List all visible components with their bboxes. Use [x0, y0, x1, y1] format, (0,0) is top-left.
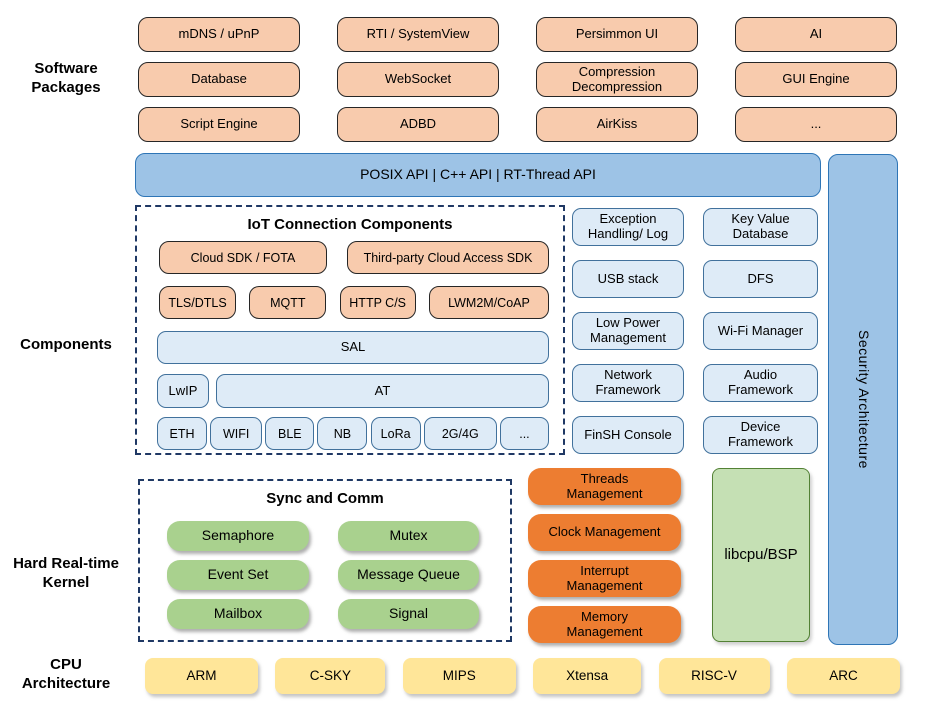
kernel-semaphore: Semaphore	[167, 521, 309, 551]
service-key-value-database: Key Value Database	[703, 208, 818, 246]
api-bar: POSIX API | C++ API | RT-Thread API	[135, 153, 821, 197]
service-device-framework: Device Framework	[703, 416, 818, 454]
kernel-management-stack: Threads Management Clock Management Inte…	[528, 468, 681, 643]
iot-lwip: LwIP	[157, 374, 209, 408]
kernel-message-queue: Message Queue	[338, 560, 479, 590]
iot-connection-components-group: IoT Connection Components Cloud SDK / FO…	[135, 205, 565, 455]
security-architecture-bar: Security Architecture	[828, 154, 898, 645]
iot-link-layer-row: ETH WIFI BLE NB LoRa 2G/4G ...	[157, 417, 549, 450]
kernel-signal: Signal	[338, 599, 479, 629]
sync-and-comm-grid: Semaphore Mutex Event Set Message Queue …	[167, 521, 479, 629]
service-low-power-management: Low Power Management	[572, 312, 684, 350]
sync-and-comm-group: Sync and Comm Semaphore Mutex Event Set …	[138, 479, 512, 642]
cpu-c-sky: C-SKY	[275, 658, 386, 694]
section-label-components: Components	[20, 336, 112, 353]
service-network-framework: Network Framework	[572, 364, 684, 402]
iot-link-lora: LoRa	[370, 417, 421, 450]
package-websocket: WebSocket	[337, 62, 499, 97]
iot-sal-layer: SAL	[157, 331, 549, 364]
kernel-mailbox: Mailbox	[167, 599, 309, 629]
service-usb-stack: USB stack	[572, 260, 684, 298]
sync-and-comm-title: Sync and Comm	[266, 490, 384, 507]
section-label-software-packages: Software Packages	[31, 60, 101, 96]
kernel-interrupt-management: Interrupt Management	[528, 560, 681, 597]
package-mdns-upnp: mDNS / uPnP	[138, 17, 300, 52]
cpu-xtensa: Xtensa	[533, 658, 642, 694]
service-finsh-console: FinSH Console	[572, 416, 684, 454]
package-more: ...	[735, 107, 897, 142]
iot-lwm2m-coap: LWM2M/CoAP	[428, 286, 549, 319]
package-database: Database	[138, 62, 300, 97]
libcpu-bsp-box: libcpu/BSP	[712, 468, 810, 642]
security-architecture-label: Security Architecture	[855, 330, 872, 469]
iot-link-nb: NB	[317, 417, 368, 450]
kernel-clock-management: Clock Management	[528, 514, 681, 551]
package-adbd: ADBD	[337, 107, 499, 142]
iot-network-stack-row: LwIP AT	[157, 374, 549, 408]
iot-cloud-sdk-fota: Cloud SDK / FOTA	[159, 241, 327, 274]
iot-tls-dtls: TLS/DTLS	[159, 286, 236, 319]
cpu-arc: ARC	[786, 658, 900, 694]
section-label-hard-realtime-kernel: Hard Real-time Kernel	[13, 555, 119, 591]
iot-at: AT	[216, 374, 549, 408]
iot-link-wifi: WIFI	[210, 417, 263, 450]
software-packages-grid: mDNS / uPnP RTI / SystemView Persimmon U…	[138, 17, 897, 142]
iot-mqtt: MQTT	[249, 286, 327, 319]
cpu-arm: ARM	[145, 658, 258, 694]
kernel-mutex: Mutex	[338, 521, 479, 551]
iot-thirdparty-cloud-sdk: Third-party Cloud Access SDK	[347, 241, 549, 274]
service-dfs: DFS	[703, 260, 818, 298]
package-airkiss: AirKiss	[536, 107, 698, 142]
service-audio-framework: Audio Framework	[703, 364, 818, 402]
iot-protocol-row: TLS/DTLS MQTT HTTP C/S LWM2M/CoAP	[159, 286, 549, 319]
cpu-risc-v: RISC-V	[658, 658, 770, 694]
cpu-architecture-row: ARM C-SKY MIPS Xtensa RISC-V ARC	[145, 658, 900, 694]
component-services-grid: Exception Handling/ Log Key Value Databa…	[572, 208, 818, 454]
kernel-memory-management: Memory Management	[528, 606, 681, 643]
iot-link-more: ...	[499, 417, 549, 450]
kernel-threads-management: Threads Management	[528, 468, 681, 505]
cpu-mips: MIPS	[402, 658, 516, 694]
kernel-event-set: Event Set	[167, 560, 309, 590]
package-rti-systemview: RTI / SystemView	[337, 17, 499, 52]
service-wifi-manager: Wi-Fi Manager	[703, 312, 818, 350]
service-exception-handling-log: Exception Handling/ Log	[572, 208, 684, 246]
package-compression-decompression: Compression Decompression	[536, 62, 698, 97]
package-persimmon-ui: Persimmon UI	[536, 17, 698, 52]
iot-link-ble: BLE	[265, 417, 315, 450]
iot-http-cs: HTTP C/S	[339, 286, 416, 319]
package-script-engine: Script Engine	[138, 107, 300, 142]
iot-link-2g4g: 2G/4G	[423, 417, 497, 450]
package-ai: AI	[735, 17, 897, 52]
iot-link-eth: ETH	[157, 417, 207, 450]
iot-group-title: IoT Connection Components	[247, 216, 453, 233]
package-gui-engine: GUI Engine	[735, 62, 897, 97]
iot-sdk-row: Cloud SDK / FOTA Third-party Cloud Acces…	[159, 241, 549, 274]
section-label-cpu-architecture: CPU Architecture	[21, 656, 111, 692]
